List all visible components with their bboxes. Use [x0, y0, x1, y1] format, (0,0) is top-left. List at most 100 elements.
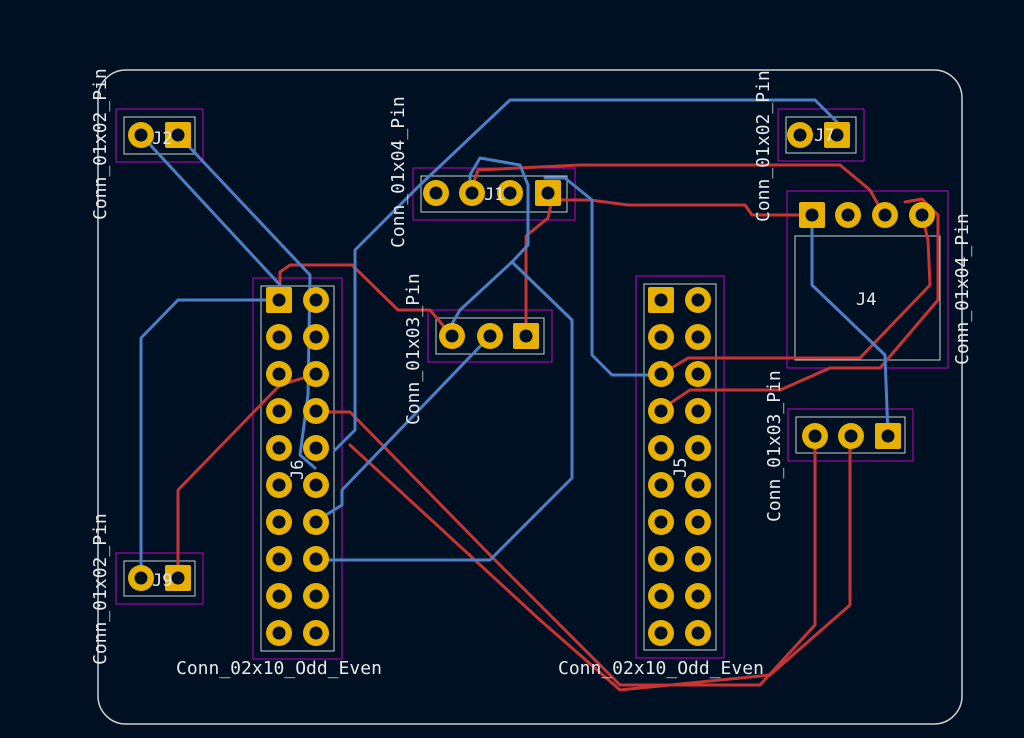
pad-j5-4-hole: [691, 330, 705, 344]
pad-j2-1-hole: [171, 128, 185, 142]
pad-j4-4-hole: [915, 208, 929, 222]
pad-j2-2-hole: [134, 128, 148, 142]
fab-j1: [420, 175, 568, 213]
pad-j5-6-hole: [691, 367, 705, 381]
pad-j1-4-hole: [429, 186, 443, 200]
value-j2: Conn_01x02_Pin: [90, 68, 111, 220]
pad-j6-14-hole: [309, 515, 323, 529]
courtyard-j2: [115, 108, 204, 163]
courtyard-layer: [115, 108, 949, 660]
pad-j1-2-hole: [503, 186, 517, 200]
pad-j6-20-hole: [309, 626, 323, 640]
value-j6: Conn_02x10_Odd_Even: [176, 658, 382, 679]
ref-j9: J9: [152, 571, 172, 591]
pad-j9-1-hole: [171, 571, 185, 585]
pad-j4-1-hole: [805, 208, 819, 222]
courtyard-j7: [777, 108, 865, 162]
track-b3: [176, 133, 317, 470]
ref-j4: J4: [856, 290, 876, 310]
pad-j5-16-hole: [691, 552, 705, 566]
courtyard-j9: [115, 552, 204, 605]
pad-j6-12-hole: [309, 478, 323, 492]
pad-j6-10-hole: [309, 441, 323, 455]
pad-j6-11-hole: [272, 478, 286, 492]
pad-j6-3-hole: [272, 330, 286, 344]
pad-j8-3-hole: [808, 429, 822, 443]
pad-j6-7-hole: [272, 404, 286, 418]
ref-j1: J1: [484, 185, 504, 205]
pad-j5-13-hole: [654, 515, 668, 529]
board-edge-cuts: [97, 69, 963, 725]
courtyard-j3: [427, 309, 553, 363]
pad-j5-12-hole: [691, 478, 705, 492]
pad-j6-1-hole: [272, 293, 286, 307]
track-f4: [468, 163, 886, 217]
pad-j5-19-hole: [654, 626, 668, 640]
pad-j5-1-hole: [654, 293, 668, 307]
pad-j8-1-hole: [881, 429, 895, 443]
pad-j5-7-hole: [654, 404, 668, 418]
track-f1: [176, 373, 315, 580]
pad-j6-15-hole: [272, 552, 286, 566]
pad-j5-10-hole: [691, 441, 705, 455]
fab-j9: [123, 560, 196, 597]
pad-j5-17-hole: [654, 589, 668, 603]
pad-j5-9-hole: [654, 441, 668, 455]
back-copper-tracks: [139, 98, 890, 580]
pad-j3-1-hole: [519, 329, 533, 343]
pad-j4-3-hole: [878, 208, 892, 222]
pad-j5-3-hole: [654, 330, 668, 344]
track-b6: [314, 156, 574, 562]
value-j4: Conn_01x04_Pin: [952, 213, 973, 365]
pad-j6-19-hole: [272, 626, 286, 640]
track-b9: [810, 213, 890, 438]
value-j8: Conn_01x03_Pin: [764, 370, 785, 522]
pad-j4-2-hole: [841, 208, 855, 222]
ref-j2: J2: [152, 129, 172, 149]
pad-j6-13-hole: [272, 515, 286, 529]
pad-j6-2-hole: [309, 293, 323, 307]
pad-j1-1-hole: [541, 186, 555, 200]
track-f8: [658, 213, 932, 377]
track-b5: [316, 334, 492, 522]
courtyard-j6: [252, 277, 343, 660]
fab-j5: [643, 283, 717, 651]
pad-j6-6-hole: [309, 367, 323, 381]
fab-j6: [260, 285, 335, 652]
track-b8: [543, 176, 662, 377]
pads-layer: [128, 122, 935, 646]
value-j5: Conn_02x10_Odd_Even: [558, 658, 764, 679]
pad-j7-2-hole: [793, 128, 807, 142]
pad-j5-15-hole: [654, 552, 668, 566]
pad-j6-8-hole: [309, 404, 323, 418]
ref-j7: J7: [814, 126, 834, 146]
fab-j7: [785, 116, 857, 154]
track-b2: [139, 133, 282, 287]
pad-j6-5-hole: [272, 367, 286, 381]
pad-j3-2-hole: [483, 329, 497, 343]
pad-j5-14-hole: [691, 515, 705, 529]
track-b4: [333, 98, 842, 452]
value-j7: Conn_01x02_Pin: [753, 70, 774, 222]
value-j9: Conn_01x02_Pin: [90, 513, 111, 665]
value-j3: Conn_01x03_Pin: [403, 273, 424, 425]
pad-j9-2-hole: [134, 571, 148, 585]
track-f6: [348, 434, 852, 692]
value-j1: Conn_01x04_Pin: [388, 96, 409, 248]
fab-j3: [435, 317, 545, 355]
pad-j5-5-hole: [654, 367, 668, 381]
track-f5: [313, 410, 817, 687]
pad-j6-17-hole: [272, 589, 286, 603]
pad-j6-16-hole: [309, 552, 323, 566]
pad-j6-4-hole: [309, 330, 323, 344]
pad-j5-8-hole: [691, 404, 705, 418]
pad-j1-3-hole: [465, 186, 479, 200]
pad-j5-2-hole: [691, 293, 705, 307]
pad-j5-11-hole: [654, 478, 668, 492]
front-copper-tracks: [176, 163, 940, 692]
track-b1: [139, 298, 280, 580]
courtyard-j5: [635, 275, 725, 659]
track-f2: [278, 263, 454, 338]
pad-j6-18-hole: [309, 589, 323, 603]
